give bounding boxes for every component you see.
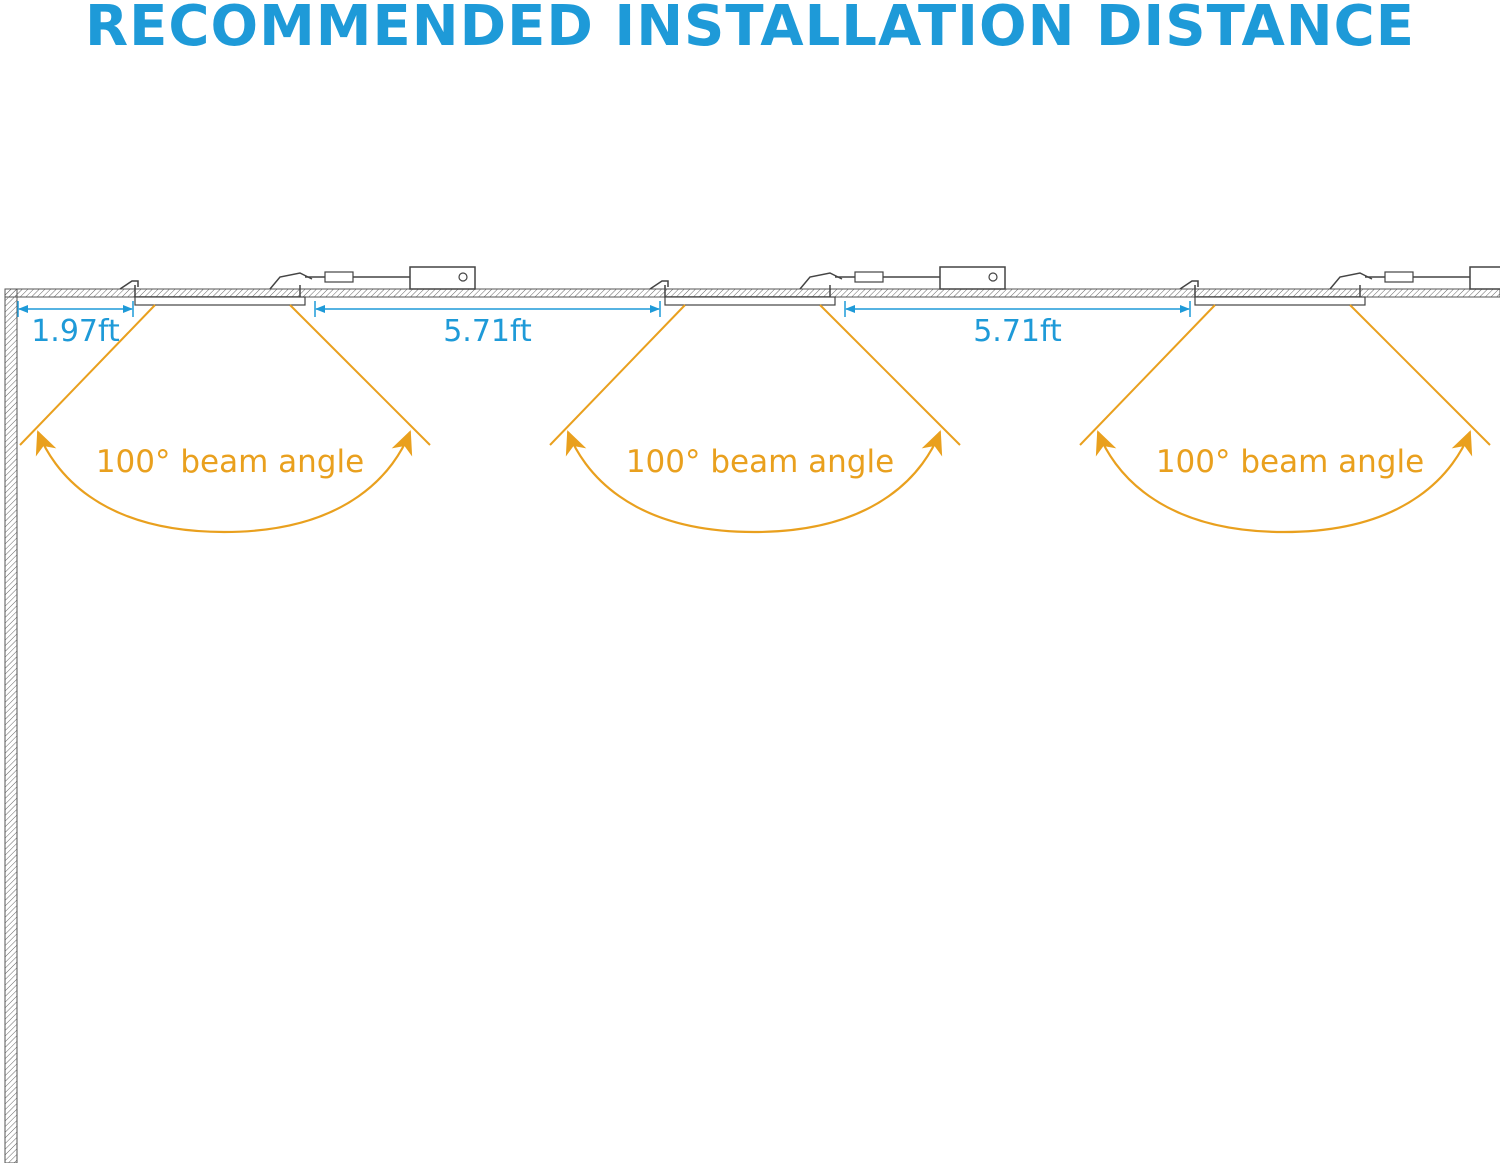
beam-edge-right [819,304,961,446]
fixture-2: 100° beam angle [549,266,1006,534]
beam-edge-right [289,304,431,446]
beam-arc-right [1283,430,1473,534]
ceiling [4,288,1500,298]
beam-edge-left [1079,304,1216,446]
spring-clip-left [649,280,669,290]
beam-arc-right [753,430,943,534]
beam-angle-label: 100° beam angle [96,444,364,480]
spring-clip-right [799,272,843,290]
fixture-panel [664,296,836,306]
fixtures-layer: 100° beam angle 100° beam angle 100° beam … [19,266,1500,534]
beam-arc-left [1095,430,1285,534]
spring-clip-right [1329,272,1373,290]
driver-box [409,266,476,290]
driver-box [1469,266,1500,290]
dimension-2: 5.71ft [314,301,661,349]
beam-arc-left [565,430,755,534]
connector [1384,271,1414,283]
fixture-panel [1194,296,1366,306]
dimension-3: 5.71ft [844,301,1191,349]
beam-edge-right [1349,304,1491,446]
beam-arc-left [35,430,225,534]
beam-edge-left [19,304,156,446]
fixture-panel [134,296,306,306]
spring-clip-left [1179,280,1199,290]
driver-box [939,266,1006,290]
spring-clip-left [119,280,139,290]
dimension-label: 5.71ft [443,314,532,349]
diagram-title: RECOMMENDED INSTALLATION DISTANCE [84,0,1416,59]
dimensions-layer: 1.97ft 5.71ft 5.71ft [17,301,1191,349]
fixture-1: 100° beam angle [19,266,476,534]
dimension-label: 5.71ft [973,314,1062,349]
connector [854,271,884,283]
beam-edge-left [549,304,686,446]
fixture-3: 100° beam angle [1079,266,1500,534]
spring-clip-right [269,272,313,290]
wall [4,288,18,1164]
beam-angle-label: 100° beam angle [626,444,894,480]
beam-arc-right [223,430,413,534]
beam-angle-label: 100° beam angle [1156,444,1424,480]
driver-screw [458,272,468,282]
driver-screw [988,272,998,282]
connector [324,271,354,283]
dimension-1: 1.97ft [17,301,134,349]
dimension-label: 1.97ft [31,314,120,349]
